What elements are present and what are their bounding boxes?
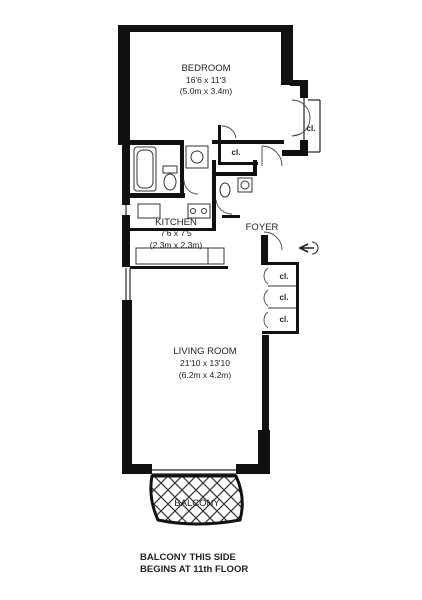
plan-note: BALCONY THIS SIDE BEGINS AT 11th FLOOR	[140, 552, 248, 575]
kitchen-dim-metric: (2.3m x 2.3m)	[150, 240, 203, 250]
living-room-name: LIVING ROOM	[173, 346, 236, 357]
closet-label: cl.	[307, 124, 316, 133]
balcony	[149, 474, 244, 526]
living-room-dim-metric: (6.2m x 4.2m)	[179, 370, 232, 380]
closet-label: cl.	[280, 272, 289, 281]
exterior-walls	[118, 25, 308, 474]
entrance-arrow-icon	[298, 241, 319, 255]
room-labels: BEDROOM 16'6 x 11'3 (5.0m x 3.4m) KITCHE…	[150, 63, 279, 509]
closet-label: cl.	[232, 148, 241, 157]
interior-walls	[130, 125, 299, 334]
closet-label: cl.	[280, 315, 289, 324]
living-room-dim-imperial: 21'10 x 13'10	[180, 358, 230, 368]
bedroom-name: BEDROOM	[181, 63, 230, 74]
window-lines	[125, 98, 321, 475]
note-line-1: BALCONY THIS SIDE	[140, 552, 236, 563]
kitchen-name: KITCHEN	[155, 217, 197, 228]
kitchen-dim-imperial: 7'6 x 7'5	[160, 228, 191, 238]
bedroom-dim-imperial: 16'6 x 11'3	[186, 75, 226, 85]
bedroom-dim-metric: (5.0m x 3.4m)	[180, 86, 233, 96]
doors	[183, 99, 311, 329]
foyer-name: FOYER	[246, 222, 279, 233]
closet-label: cl.	[280, 293, 289, 302]
kitchen-fixtures	[135, 203, 225, 265]
bathroom-fixtures	[133, 145, 253, 198]
balcony-name: BALCONY	[174, 498, 220, 509]
note-line-2: BEGINS AT 11th FLOOR	[140, 564, 248, 575]
closet-labels: cl. cl. cl. cl. cl.	[232, 124, 316, 324]
